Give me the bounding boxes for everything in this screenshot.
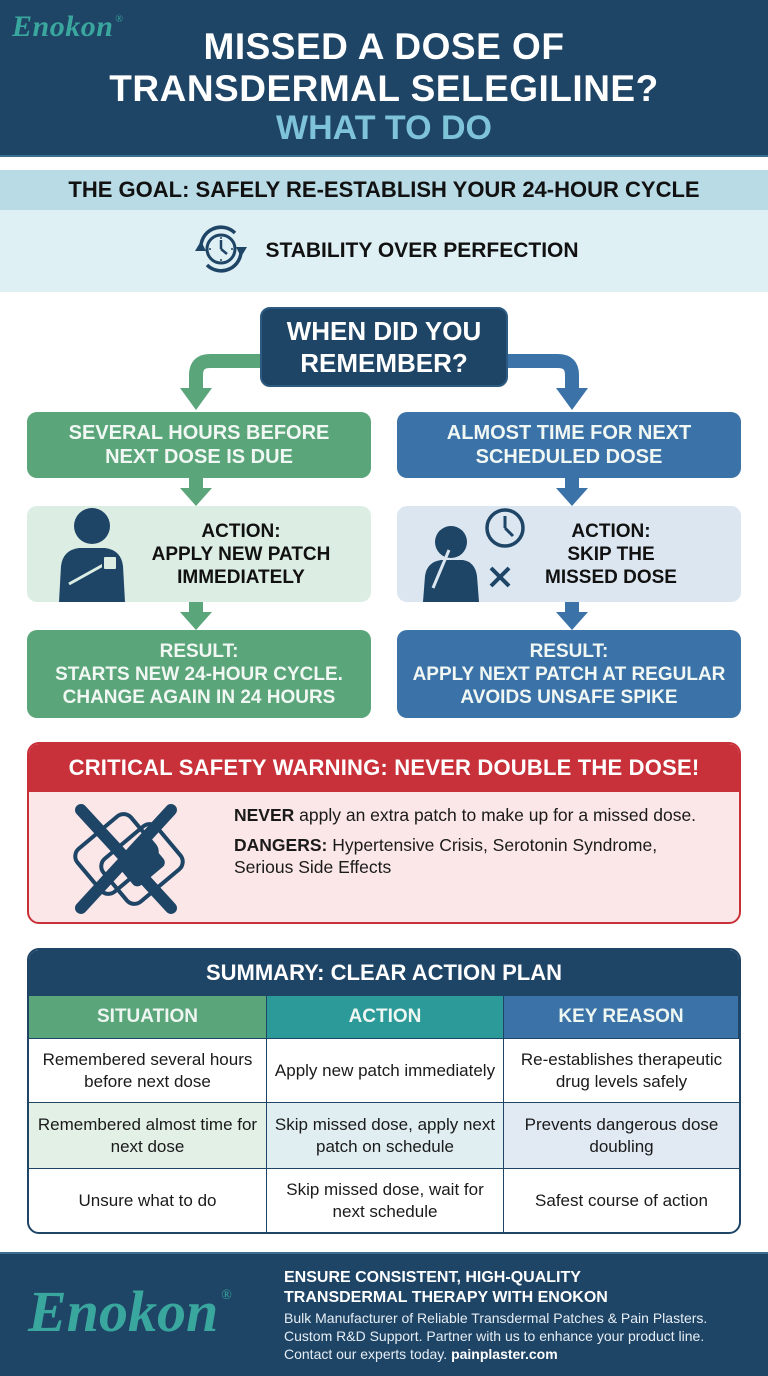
table-cell: Skip missed dose, apply next patch on sc… xyxy=(267,1102,504,1168)
table-cell: Unsure what to do xyxy=(29,1168,267,1232)
column-header-key-reason: KEY REASON xyxy=(504,996,739,1038)
clock-cycle-icon xyxy=(189,221,253,282)
column-header-action: ACTION xyxy=(267,996,504,1038)
footer-banner xyxy=(0,1252,768,1376)
column-header-situation: SITUATION xyxy=(29,996,267,1038)
person-applying-patch-icon xyxy=(47,506,137,608)
table-cell: Prevents dangerous dose doubling xyxy=(504,1102,739,1168)
warning-text: NEVER apply an extra patch to make up fo… xyxy=(234,805,697,877)
summary-heading: SUMMARY: CLEAR ACTION PLAN xyxy=(29,950,739,996)
summary-table: SUMMARY: CLEAR ACTION PLAN SITUATION ACT… xyxy=(27,948,741,1234)
table-cell: Apply new patch immediately xyxy=(267,1038,504,1102)
header-banner xyxy=(0,0,768,157)
page-title: MISSED A DOSE OF TRANSDERMAL SELEGILINE? xyxy=(109,26,659,109)
warning-heading: CRITICAL SAFETY WARNING: NEVER DOUBLE TH… xyxy=(29,744,739,792)
table-cell: Skip missed dose, wait for next schedule xyxy=(267,1168,504,1232)
table-cell: Remembered several hours before next dos… xyxy=(29,1038,267,1102)
footer-brand-logo: Enokon® xyxy=(28,1279,232,1344)
footer-heading: ENSURE CONSISTENT, HIGH-QUALITY TRANSDER… xyxy=(284,1269,608,1306)
flow-connectors xyxy=(180,354,588,410)
table-cell: Remembered almost time for next dose xyxy=(29,1102,267,1168)
page-subtitle: WHAT TO DO xyxy=(276,109,492,147)
safety-warning: CRITICAL SAFETY WARNING: NEVER DOUBLE TH… xyxy=(27,742,741,924)
flow-arrows-row2 xyxy=(180,602,588,630)
no-double-patch-icon xyxy=(59,804,199,919)
person-clock-skip-icon xyxy=(413,506,533,608)
goal-heading: THE GOAL: SAFELY RE-ESTABLISH YOUR 24-HO… xyxy=(0,170,768,210)
website-link[interactable]: painplaster.com xyxy=(451,1346,558,1362)
brand-logo: Enokon® xyxy=(12,10,124,43)
goal-tagline: STABILITY OVER PERFECTION xyxy=(265,239,579,262)
footer-description: Bulk Manufacturer of Reliable Transderma… xyxy=(284,1310,708,1362)
result-new-cycle: RESULT:STARTS NEW 24-HOUR CYCLE.CHANGE A… xyxy=(27,630,371,718)
table-cell: Safest course of action xyxy=(504,1168,739,1232)
goal-panel: STABILITY OVER PERFECTION xyxy=(0,210,768,292)
flow-arrows-row1 xyxy=(180,478,588,506)
table-cell: Re-establishes therapeutic drug levels s… xyxy=(504,1038,739,1102)
